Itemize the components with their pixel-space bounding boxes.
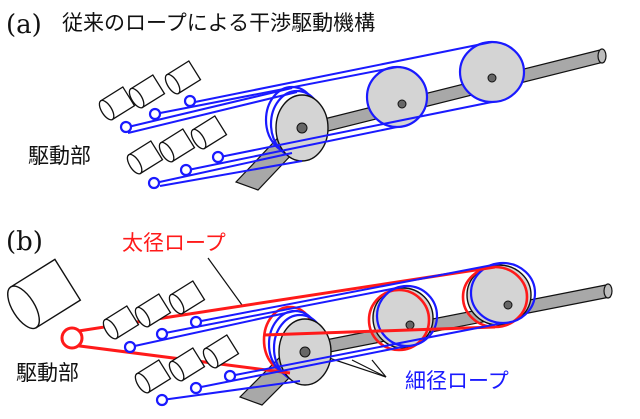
shaft-a: [299, 48, 607, 138]
panel-b-drive-label: 駆動部: [16, 361, 79, 385]
thick-rope-leader: [207, 257, 243, 306]
pulley-a-2: [365, 65, 429, 129]
panel-a-label: (a): [6, 10, 42, 40]
panel-a-drive-label: 駆動部: [28, 144, 91, 168]
motor-row-a-bottom: [126, 115, 228, 190]
pulley-a-3: [458, 40, 526, 104]
thin-ropes-a: [127, 41, 493, 187]
thick-rope-label: 太径ロープ: [122, 231, 226, 255]
shaft-b: [299, 283, 613, 358]
panel-a: (a) 従来のロープによる干渉駆動機構 駆動部: [6, 10, 607, 191]
motor-row-b-top: [102, 280, 206, 354]
panel-a-title: 従来のロープによる干渉駆動機構: [62, 11, 375, 35]
motor-row-b-bottom: [134, 334, 240, 407]
motor-row-a-top: [98, 60, 202, 134]
panel-b-label: (b): [6, 227, 43, 257]
thin-rope-label: 細径ロープ: [405, 369, 509, 393]
thick-rope-motor: [7, 258, 84, 350]
panel-b: (b) 太径ロープ 駆動部 細径ロープ: [6, 227, 613, 407]
